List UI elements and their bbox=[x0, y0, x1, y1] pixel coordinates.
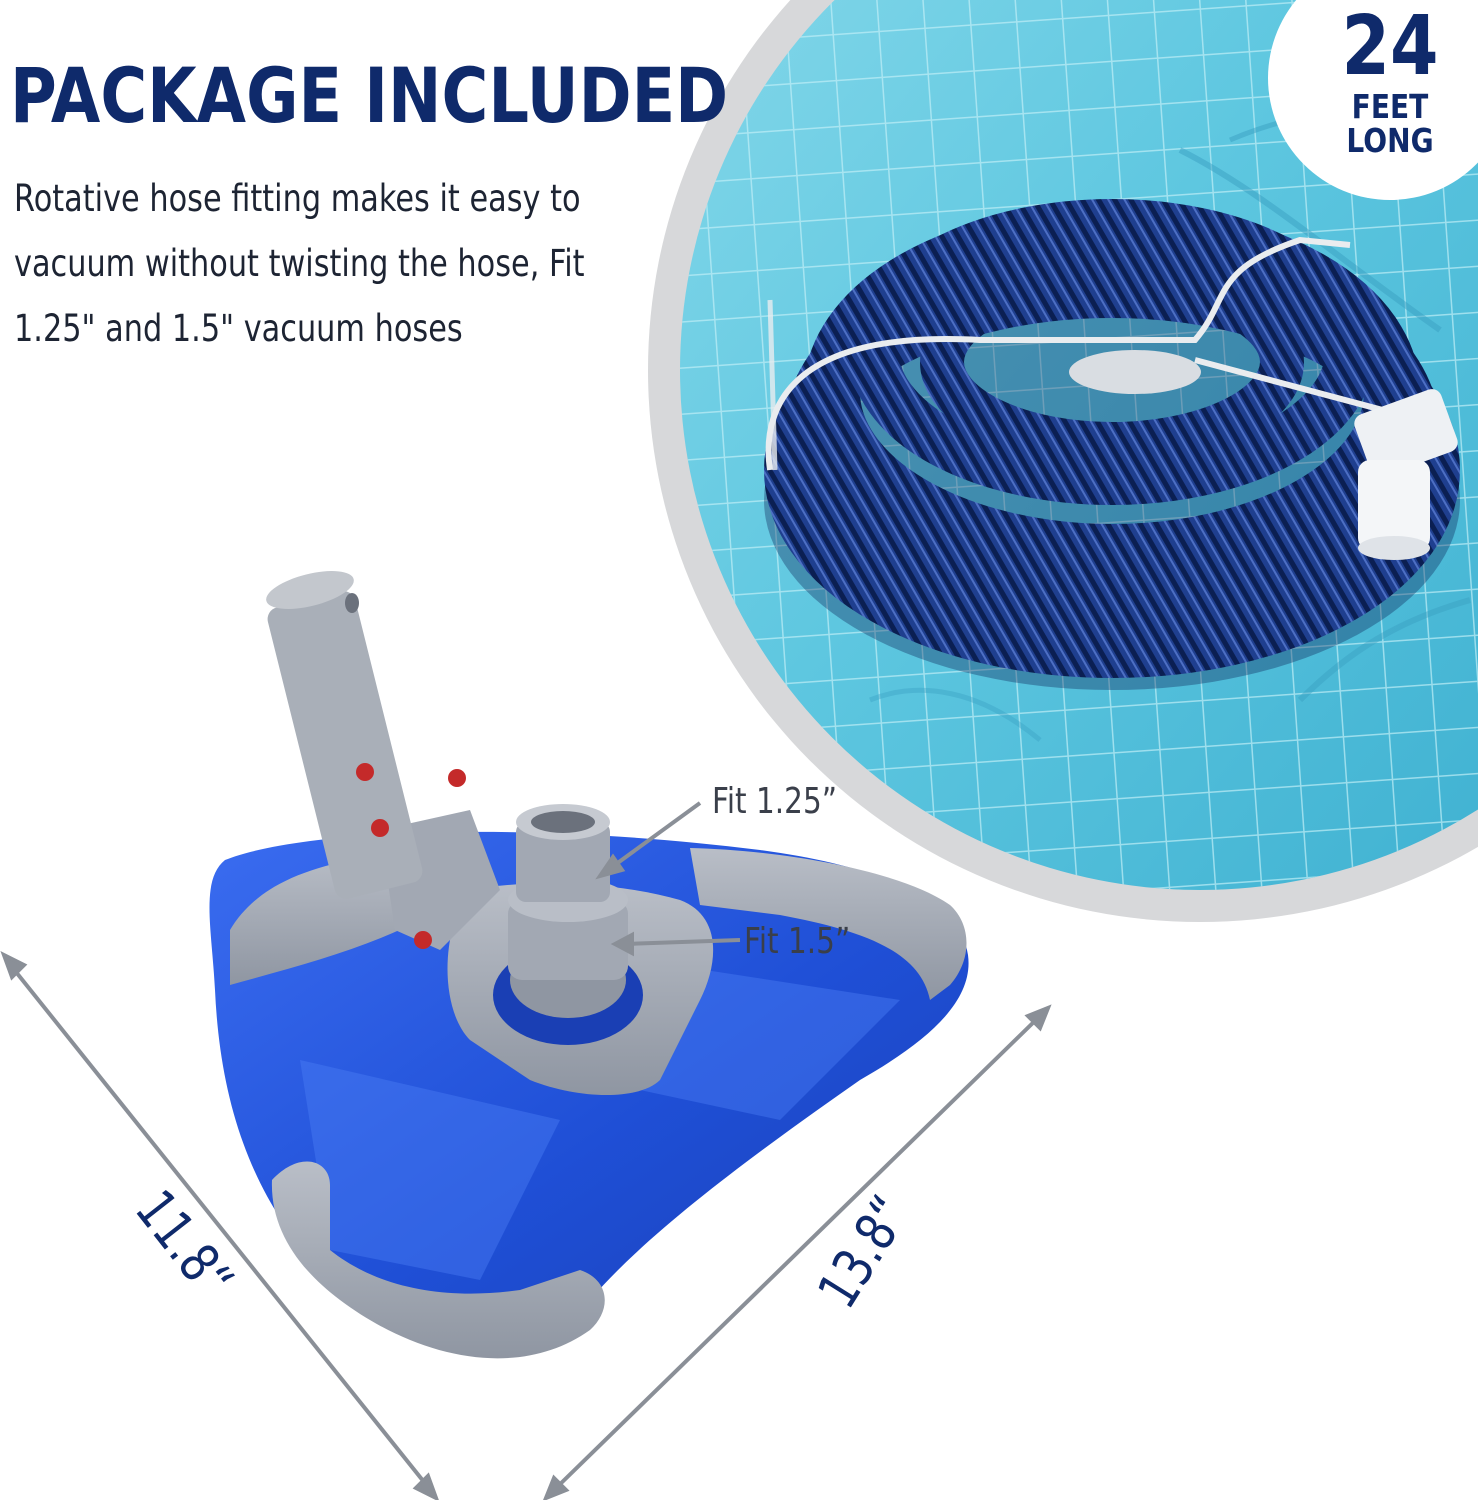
hose-coil-illustration bbox=[764, 199, 1460, 690]
badge-number: 24 bbox=[1341, 0, 1439, 94]
description-text: Rotative hose fitting makes it easy to v… bbox=[14, 177, 585, 350]
badge-unit-line2: LONG bbox=[1346, 121, 1434, 160]
red-pin-icon bbox=[371, 819, 389, 837]
pool-vacuum-head-illustration bbox=[209, 571, 969, 1359]
red-pin-icon bbox=[414, 931, 432, 949]
length-badge bbox=[1268, 0, 1478, 200]
red-pin-icon bbox=[356, 763, 374, 781]
page-title: PACKAGE INCLUDED bbox=[10, 51, 729, 140]
fit-callout-arrows bbox=[595, 801, 741, 957]
badge-unit-line1: FEET bbox=[1351, 87, 1429, 126]
fit-small-label: Fit 1.25” bbox=[712, 781, 838, 822]
red-pin-icon bbox=[448, 769, 466, 787]
dimension-arrows bbox=[0, 950, 1052, 1500]
fit-large-label: Fit 1.5” bbox=[744, 921, 851, 962]
